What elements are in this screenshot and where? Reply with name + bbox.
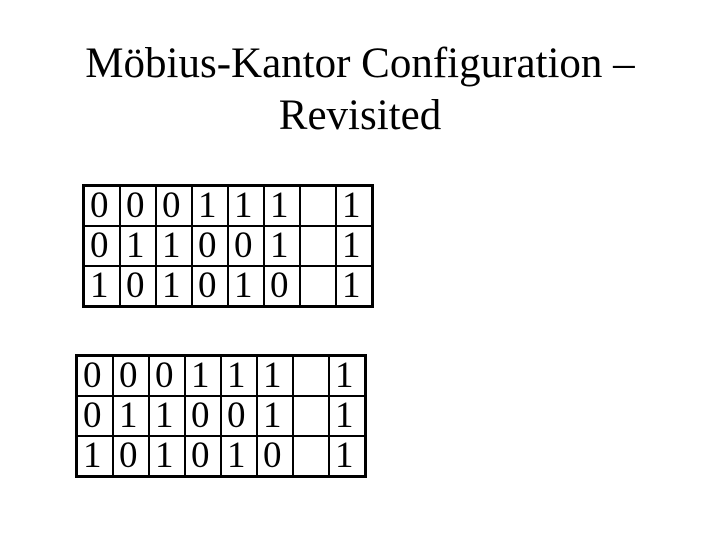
matrix-cell [292, 354, 330, 397]
slide-title-line2: Revisited [278, 92, 442, 139]
matrix-cell: 1 [220, 435, 258, 478]
matrix-cell: 0 [112, 354, 150, 397]
matrix-cell: 1 [148, 395, 186, 437]
matrix-cell: 1 [191, 184, 229, 227]
matrix-cell: 1 [335, 225, 374, 267]
matrix-cell: 1 [75, 435, 114, 478]
slide-title: Möbius-Kantor Configuration – Revisited [0, 38, 720, 142]
matrix-cell: 0 [155, 184, 193, 227]
matrix-cell: 1 [335, 265, 374, 308]
matrix-cell [292, 395, 330, 437]
matrix-cell: 1 [263, 225, 301, 267]
matrix-cell: 0 [75, 395, 114, 437]
matrix-cell: 1 [184, 354, 222, 397]
matrix-cell: 0 [184, 395, 222, 437]
matrix-cell [299, 265, 337, 308]
matrix-cell: 1 [220, 354, 258, 397]
matrix-cell: 0 [191, 225, 229, 267]
matrix-cell: 0 [184, 435, 222, 478]
matrix-cell: 0 [75, 354, 114, 397]
matrix-cell: 0 [256, 435, 294, 478]
matrix-cell: 0 [191, 265, 229, 308]
matrix-cell: 1 [227, 184, 265, 227]
matrix-cell: 0 [82, 184, 121, 227]
matrix-cell: 0 [227, 225, 265, 267]
matrix-cell: 1 [148, 435, 186, 478]
matrix-cell: 1 [227, 265, 265, 308]
matrix-cell: 0 [82, 225, 121, 267]
matrix-cell: 0 [119, 265, 157, 308]
slide-title-line1: Möbius-Kantor Configuration – [85, 40, 635, 87]
matrix-cell: 0 [220, 395, 258, 437]
matrix-cell: 1 [155, 225, 193, 267]
matrix-cell: 1 [328, 435, 367, 478]
matrix-cell: 1 [263, 184, 301, 227]
matrix-cell: 1 [256, 395, 294, 437]
matrix-cell [299, 225, 337, 267]
matrix-cell: 0 [112, 435, 150, 478]
matrix-cell: 1 [119, 225, 157, 267]
matrix-cell [292, 435, 330, 478]
matrix-cell: 1 [155, 265, 193, 308]
matrix-cell: 1 [328, 395, 367, 437]
matrix-cell: 0 [119, 184, 157, 227]
matrix-cell: 1 [82, 265, 121, 308]
matrix-cell [299, 184, 337, 227]
matrix-cell: 1 [112, 395, 150, 437]
matrix-cell: 0 [263, 265, 301, 308]
matrix-cell: 0 [148, 354, 186, 397]
matrix-cell: 1 [335, 184, 374, 227]
matrix-cell: 1 [256, 354, 294, 397]
matrix-cell: 1 [328, 354, 367, 397]
